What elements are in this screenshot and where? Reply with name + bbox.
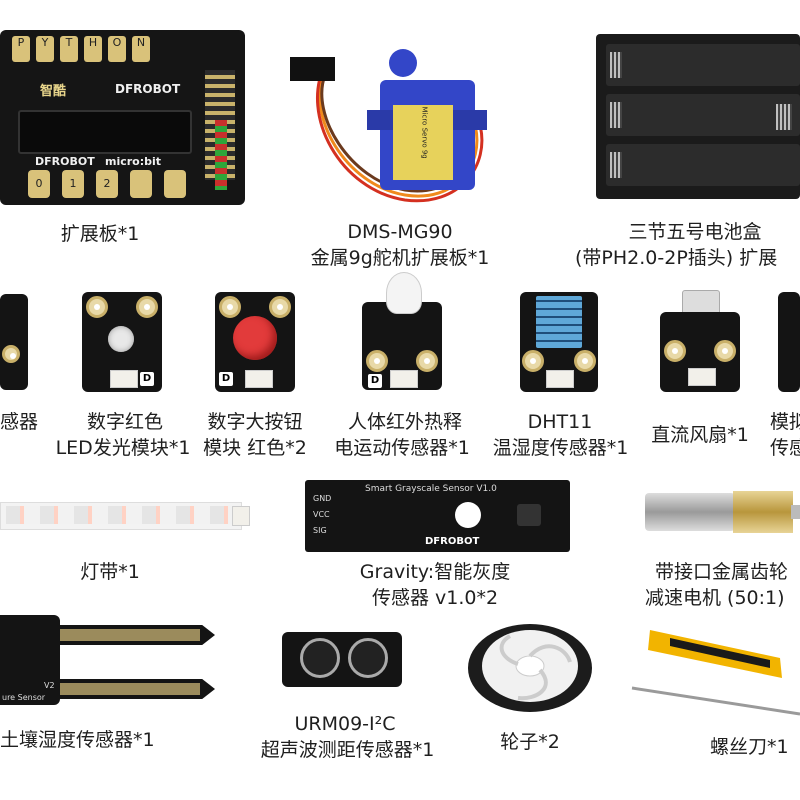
caption-dht-1: DHT11 <box>527 411 593 433</box>
caption-fan: 直流风扇*1 <box>651 424 749 446</box>
grayscale-brand: DFROBOT <box>425 536 480 547</box>
big-button-module-image: D <box>215 292 295 392</box>
servo-image: Micro Servo 9g <box>285 35 495 210</box>
caption-ultrasonic-1: URM09-I²C <box>294 713 396 735</box>
caption-servo-2: 金属9g舵机扩展板*1 <box>310 247 490 269</box>
grayscale-title: Smart Grayscale Sensor V1.0 <box>365 484 497 494</box>
caption-sensor-left: 感器 <box>0 411 39 433</box>
caption-grayscale-1: Gravity:智能灰度 <box>359 561 511 583</box>
pin-pad <box>164 170 186 198</box>
caption-analog-1: 模拟 <box>770 411 800 433</box>
grayscale-hole <box>455 502 481 528</box>
pin-pad: 0 <box>28 170 50 198</box>
pin-vcc: VCC <box>313 510 330 519</box>
motor-can <box>645 493 735 531</box>
caption-motor-2: 减速电机 (50:1) <box>645 587 785 609</box>
ultrasonic-sensor-image <box>282 632 402 687</box>
board-microbit-logo: micro:bit <box>105 155 162 168</box>
expansion-board-image: P Y T H O N 智酷 DFROBOT DFROBOT micro:bit… <box>0 30 245 205</box>
pin-gnd: GND <box>313 494 332 503</box>
board-cn-logo: 智酷 <box>40 84 67 99</box>
caption-expansion-board: 扩展板*1 <box>60 223 140 245</box>
pin-pad: Y <box>36 36 54 62</box>
led-bulb <box>108 326 134 352</box>
pin-pad <box>130 170 152 198</box>
board-brand-bottom: DFROBOT <box>35 155 95 168</box>
caption-led-strip: 灯带*1 <box>80 561 140 583</box>
d-icon: D <box>219 372 233 386</box>
caption-soil: 土壤湿度传感器*1 <box>0 729 155 751</box>
red-button <box>233 316 277 360</box>
caption-pir-1: 人体红外热释 <box>347 411 462 433</box>
screwdriver-image <box>630 620 800 720</box>
led-strip-image <box>0 502 250 532</box>
caption-battery-1: 三节五号电池盒 <box>628 221 762 243</box>
ir-sensor <box>517 504 541 526</box>
gearbox <box>733 491 793 533</box>
d-icon: D <box>368 374 382 388</box>
pin-pad: O <box>108 36 126 62</box>
caption-analog-2: 传感 <box>770 437 800 459</box>
battery-box-image <box>596 34 800 199</box>
transducer-right <box>348 638 388 678</box>
board-brand-top: DFROBOT <box>115 82 181 96</box>
caption-dht-2: 温湿度传感器*1 <box>492 437 629 459</box>
caption-servo-1: DMS-MG90 <box>347 221 453 243</box>
pin-pad: N <box>132 36 150 62</box>
pin-pad: H <box>84 36 102 62</box>
caption-button-2: 模块 红色*2 <box>203 437 307 459</box>
analog-sensor-partial <box>778 292 800 392</box>
pin-pad: T <box>60 36 78 62</box>
caption-screwdriver: 螺丝刀*1 <box>710 736 789 758</box>
pir-dome <box>386 272 422 314</box>
soil-sensor-image: ure Sensor V2 <box>0 615 220 705</box>
red-led-module-image: D <box>82 292 162 392</box>
grayscale-sensor-image: Smart Grayscale Sensor V1.0 GND VCC SIG … <box>305 480 570 552</box>
soil-label: ure Sensor <box>2 693 46 702</box>
wheel-image <box>466 618 594 713</box>
gear-motor-image <box>645 487 800 537</box>
pin-pad: 1 <box>62 170 84 198</box>
dc-fan-module-image <box>660 290 740 392</box>
pin-sig: SIG <box>313 526 327 535</box>
soil-version: V2 <box>44 681 55 690</box>
caption-ultrasonic-2: 超声波测距传感器*1 <box>260 739 435 761</box>
dht11-sensor-image <box>520 292 598 392</box>
caption-motor-1: 带接口金属齿轮 <box>655 561 789 583</box>
dht-cover <box>536 296 582 348</box>
pin-pad: P <box>12 36 30 62</box>
d-icon: D <box>140 372 154 386</box>
caption-grayscale-2: 传感器 v1.0*2 <box>371 587 499 609</box>
caption-wheel: 轮子*2 <box>500 731 560 753</box>
pin-pad: 2 <box>96 170 118 198</box>
caption-button-1: 数字大按钮 <box>207 411 303 433</box>
transducer-left <box>300 638 340 678</box>
sensor-partial-left <box>0 294 28 390</box>
caption-red-led-1: 数字红色 <box>86 411 163 433</box>
caption-red-led-2: LED发光模块*1 <box>55 437 191 459</box>
servo-sticker-text: Micro Servo 9g <box>420 106 429 159</box>
microbit-slot <box>18 110 192 154</box>
caption-battery-2: (带PH2.0-2P插头) 扩展 <box>575 247 778 269</box>
caption-pir-2: 电运动传感器*1 <box>334 437 470 459</box>
pir-sensor-image: D <box>362 272 442 390</box>
